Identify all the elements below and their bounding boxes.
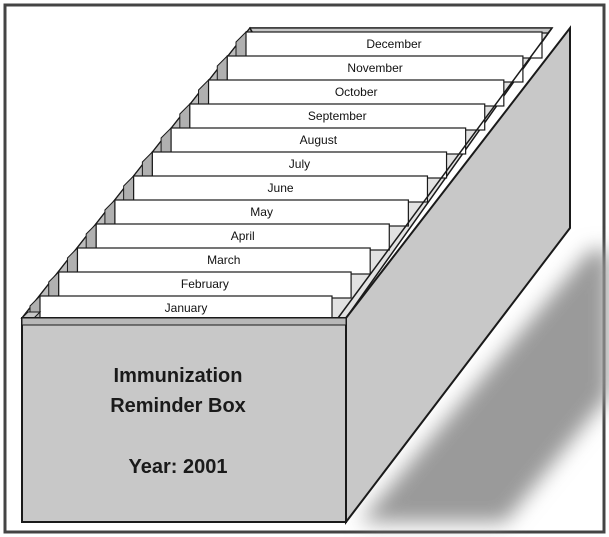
file-card-label: April bbox=[231, 229, 255, 243]
file-card-april: April bbox=[85, 222, 390, 262]
file-card-august: August bbox=[160, 126, 467, 166]
file-card-face bbox=[170, 127, 467, 155]
box-drop-shadow bbox=[360, 250, 609, 522]
box-front-panel bbox=[21, 317, 347, 523]
box-front-panel-rim bbox=[21, 317, 347, 326]
file-card-label: July bbox=[289, 157, 310, 171]
box-year: Year: 2001 bbox=[129, 456, 228, 478]
file-cards: DecemberNovemberOctoberSeptemberAugustJu… bbox=[29, 30, 543, 334]
box-title-line-2: Reminder Box bbox=[110, 395, 246, 417]
file-card-december: December bbox=[235, 30, 543, 70]
file-card-face bbox=[189, 103, 486, 131]
file-card-label: October bbox=[335, 85, 378, 99]
file-card-november: November bbox=[216, 54, 524, 94]
box-title-line-1: Immunization bbox=[114, 365, 243, 387]
file-card-label: May bbox=[250, 205, 273, 219]
file-card-label: January bbox=[165, 301, 208, 315]
file-card-face bbox=[76, 247, 371, 275]
file-card-label: August bbox=[300, 133, 338, 147]
file-card-label: June bbox=[268, 181, 294, 195]
file-card-label: December bbox=[366, 37, 421, 51]
file-card-label: March bbox=[207, 253, 240, 267]
file-card-face bbox=[95, 223, 390, 251]
file-card-label: November bbox=[347, 61, 402, 75]
file-card-july: July bbox=[141, 150, 448, 190]
file-card-face bbox=[245, 31, 543, 59]
file-card-label: September bbox=[308, 109, 367, 123]
file-card-march: March bbox=[66, 246, 371, 286]
box-right-side-inner-edge bbox=[337, 27, 553, 319]
file-card-label: February bbox=[181, 277, 229, 291]
